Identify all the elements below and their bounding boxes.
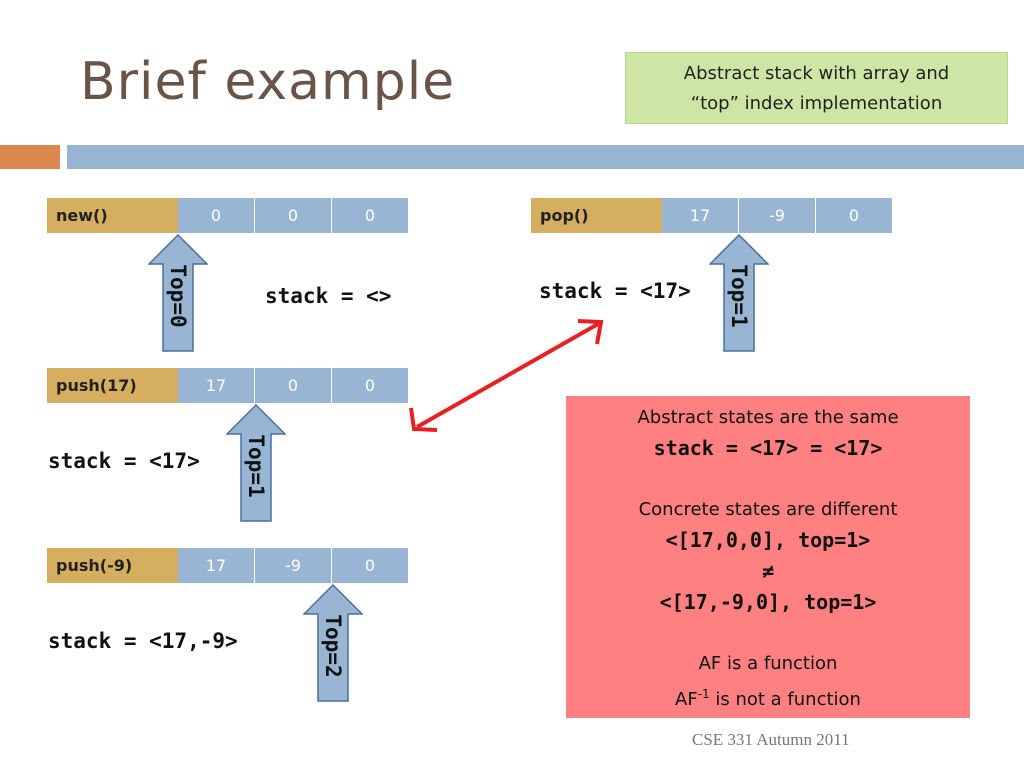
operation-label: pop() bbox=[531, 198, 662, 233]
array-cell: 0 bbox=[332, 198, 408, 233]
array-row-new: new() 0 0 0 bbox=[47, 198, 408, 233]
operation-label: new() bbox=[47, 198, 178, 233]
top-index-label: Top=0 bbox=[166, 264, 190, 328]
top-index-label: Top=2 bbox=[321, 614, 345, 678]
top-pointer-push-neg9: Top=2 bbox=[303, 584, 363, 702]
array-cell: -9 bbox=[739, 198, 815, 233]
top-pointer-new: Top=0 bbox=[148, 234, 208, 352]
up-arrow-icon bbox=[709, 234, 769, 352]
top-index-label: Top=1 bbox=[727, 264, 751, 328]
stack-state-push-neg9: stack = <17,-9> bbox=[48, 629, 238, 653]
not-equal-symbol: ≠ bbox=[761, 559, 775, 583]
up-arrow-icon bbox=[226, 404, 286, 522]
af-inverse-superscript: -1 bbox=[697, 687, 710, 701]
note-line-1: Abstract stack with array and bbox=[683, 63, 950, 84]
top-pointer-push-17: Top=1 bbox=[226, 404, 286, 522]
footer-course: CSE 331 Autumn 2011 bbox=[692, 730, 850, 749]
af-inverse-base: AF bbox=[675, 689, 698, 710]
array-cell: 17 bbox=[178, 368, 254, 403]
stack-state-pop: stack = <17> bbox=[539, 279, 691, 303]
note-box: Abstract stack with array and “top” inde… bbox=[625, 52, 1008, 124]
top-pointer-pop: Top=1 bbox=[709, 234, 769, 352]
af-inverse-text: AF-1 is not a function bbox=[566, 679, 970, 715]
array-cell: 0 bbox=[332, 548, 408, 583]
af-function-text: AF is a function bbox=[698, 653, 838, 674]
abstract-expression: stack = <17> = <17> bbox=[653, 436, 883, 460]
array-cell: 17 bbox=[178, 548, 254, 583]
array-cell: 0 bbox=[255, 198, 331, 233]
concrete-heading: Concrete states are different bbox=[638, 499, 898, 520]
top-index-label: Top=1 bbox=[244, 434, 268, 498]
comparison-box: Abstract states are the same stack = <17… bbox=[566, 396, 970, 718]
up-arrow-icon bbox=[148, 234, 208, 352]
array-row-push-neg9: push(-9) 17 -9 0 bbox=[47, 548, 408, 583]
up-arrow-icon bbox=[303, 584, 363, 702]
array-cell: 0 bbox=[255, 368, 331, 403]
concrete-state-a: <[17,0,0], top=1> bbox=[665, 528, 871, 552]
array-cell: 17 bbox=[662, 198, 738, 233]
concrete-state-b: <[17,-9,0], top=1> bbox=[659, 590, 877, 614]
stack-state-new: stack = <> bbox=[265, 284, 392, 308]
accent-bar-blue bbox=[67, 145, 1024, 169]
slide-title: Brief example bbox=[80, 52, 456, 112]
double-arrow-icon bbox=[409, 319, 604, 432]
array-cell: 0 bbox=[332, 368, 408, 403]
array-cell: 0 bbox=[816, 198, 892, 233]
accent-bar-orange bbox=[0, 145, 60, 169]
note-line-2: “top” index implementation bbox=[690, 93, 943, 114]
stack-state-push-17: stack = <17> bbox=[48, 449, 200, 473]
operation-label: push(-9) bbox=[47, 548, 178, 583]
array-cell: -9 bbox=[255, 548, 331, 583]
array-row-push-17: push(17) 17 0 0 bbox=[47, 368, 408, 403]
abstract-heading: Abstract states are the same bbox=[637, 407, 899, 428]
array-row-pop: pop() 17 -9 0 bbox=[531, 198, 892, 233]
operation-label: push(17) bbox=[47, 368, 178, 403]
array-cell: 0 bbox=[178, 198, 254, 233]
af-inverse-rest: is not a function bbox=[709, 689, 861, 710]
